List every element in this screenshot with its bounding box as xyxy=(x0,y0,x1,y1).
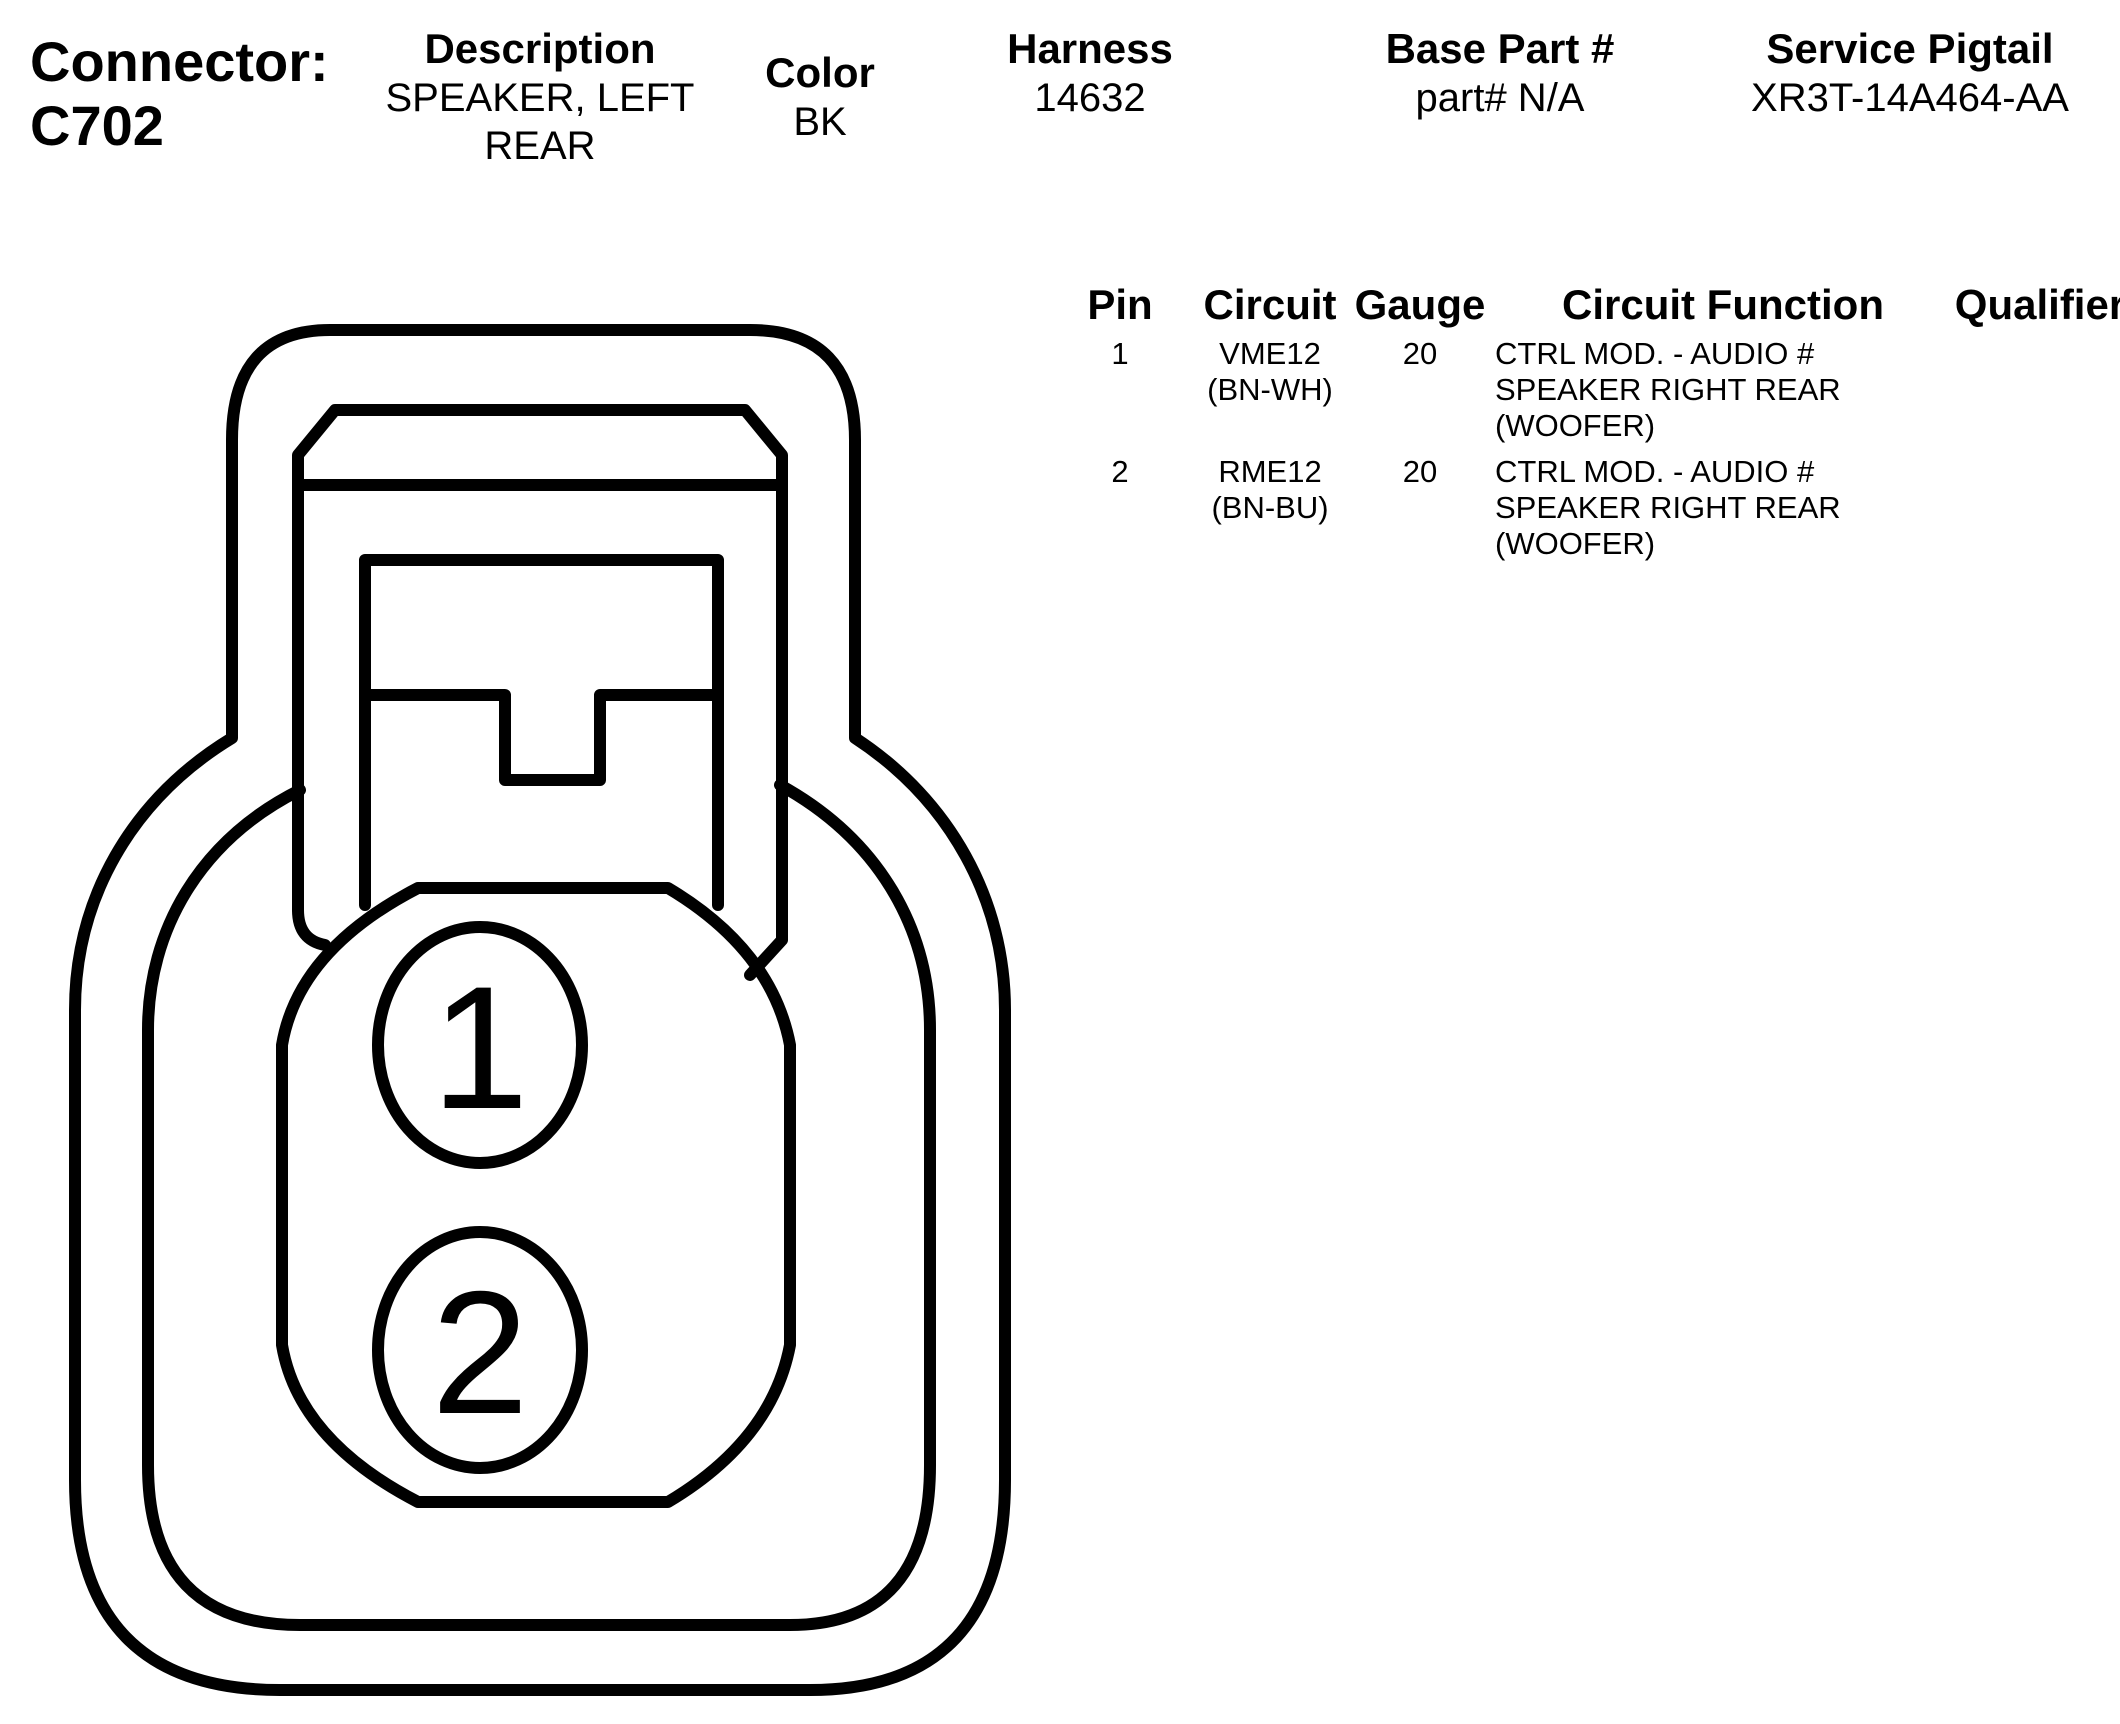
connector-face-drawing: 1 2 xyxy=(69,324,1011,1696)
connector-title: Connector: C702 xyxy=(30,30,329,158)
latch-inner-tab xyxy=(359,554,724,911)
connector-label: Connector: xyxy=(30,30,329,93)
base-part-label: Base Part # xyxy=(1385,25,1615,72)
connector-outer-shell xyxy=(69,324,1011,1696)
row-1-gauge: 20 xyxy=(1402,336,1438,371)
row-2-pin: 2 xyxy=(1111,454,1129,489)
pin-1-circle xyxy=(372,921,588,1169)
column-header-pin: Pin xyxy=(1087,281,1153,328)
row-1-function-line3: (WOOFER) xyxy=(1495,408,1656,443)
description-field: Description SPEAKER, LEFT REAR xyxy=(360,24,720,170)
row-1-function-line1: CTRL MOD. - AUDIO # xyxy=(1495,336,1815,371)
harness-value: 14632 xyxy=(1034,76,1146,120)
row-1-circuit: VME12 xyxy=(1219,336,1321,371)
color-value: BK xyxy=(793,100,847,144)
harness-field: Harness 14632 xyxy=(960,24,1220,122)
service-pigtail-label: Service Pigtail xyxy=(1766,25,2054,72)
description-label: Description xyxy=(424,25,656,72)
row-2-function-line2: SPEAKER RIGHT REAR xyxy=(1495,490,1841,525)
connector-inner-shell xyxy=(142,779,936,1631)
column-header-qualifier: Qualifier xyxy=(1954,281,2120,328)
harness-label: Harness xyxy=(1007,25,1173,72)
pin-2-circle xyxy=(372,1226,588,1474)
row-2-function-line1: CTRL MOD. - AUDIO # xyxy=(1495,454,1815,489)
row-2-gauge: 20 xyxy=(1402,454,1438,489)
description-value-line1: SPEAKER, LEFT xyxy=(385,76,695,120)
latch-left-hook xyxy=(292,904,331,951)
service-pigtail-field: Service Pigtail XR3T-14A464-AA xyxy=(1700,24,2120,122)
pin-cavity-outline xyxy=(276,882,796,1508)
pin-1-number: 1 xyxy=(431,951,528,1146)
color-label: Color xyxy=(765,49,875,96)
column-header-circuit: Circuit xyxy=(1203,281,1337,328)
description-value-line2: REAR xyxy=(484,124,596,168)
connector-id: C702 xyxy=(30,94,164,157)
latch-outer xyxy=(292,404,788,981)
base-part-field: Base Part # part# N/A xyxy=(1350,24,1650,122)
row-1-pin: 1 xyxy=(1111,336,1129,371)
row-2-function-line3: (WOOFER) xyxy=(1495,526,1656,561)
row-1-wire-color: (BN-WH) xyxy=(1207,372,1333,407)
row-1-function-line2: SPEAKER RIGHT REAR xyxy=(1495,372,1841,407)
service-pigtail-value: XR3T-14A464-AA xyxy=(1751,76,2069,120)
column-header-circuit-function: Circuit Function xyxy=(1562,281,1884,328)
color-field: Color BK xyxy=(730,48,910,146)
row-2-circuit: RME12 xyxy=(1218,454,1322,489)
base-part-value: part# N/A xyxy=(1415,76,1585,120)
row-2-wire-color: (BN-BU) xyxy=(1211,490,1329,525)
latch-notch xyxy=(362,689,721,786)
pin-2-number: 2 xyxy=(431,1256,528,1451)
column-header-gauge: Gauge xyxy=(1354,281,1486,328)
